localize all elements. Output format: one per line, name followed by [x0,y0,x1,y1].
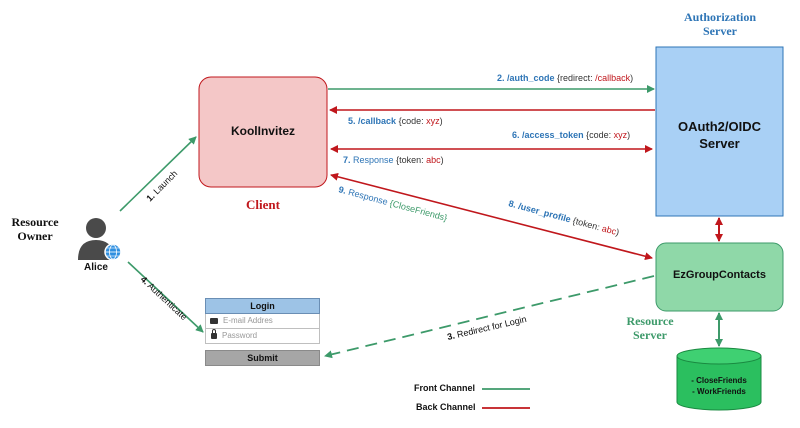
login-title: Login [205,298,320,314]
globe-icon [104,243,122,261]
flow-1-label: 1. Launch [144,168,179,203]
lock-icon [211,329,217,339]
database-items: - CloseFriends - WorkFriends [677,375,761,397]
legend-back-label: Back Channel [416,402,476,412]
resource-server-title-line2: Server [633,327,667,342]
resource-server-title-line1: Resource [626,314,674,328]
auth-server-box [655,46,784,217]
flow-4-label: 4. Authenticate [139,274,189,322]
resource-server-name: EzGroupContacts [673,269,766,281]
auth-server-title-line1: Authorization [684,10,756,24]
flow-9-label: 9. Response {CloseFriends} [337,184,448,223]
resource-owner-title: Resource Owner [4,215,66,244]
flow-8-label: 8. /user_profile {token: abc) [507,198,620,237]
resource-owner-title-line1: Resource [11,215,59,229]
database-item: - CloseFriends [691,376,747,385]
client-box [198,76,328,188]
resource-owner-title-line2: Owner [17,228,53,243]
flow-1-arrow [119,136,197,212]
envelope-icon [210,318,218,324]
auth-server-name: OAuth2/OIDC Server [656,118,783,152]
flow-3-label: 3. Redirect for Login [446,314,527,342]
email-field[interactable]: E-mail Addres [205,314,320,329]
password-field[interactable]: Password [205,329,320,344]
flow-4-arrow [127,261,204,333]
database-cylinder [676,347,762,411]
email-placeholder: E-mail Addres [223,316,273,325]
database-item: - WorkFriends [692,387,746,396]
password-placeholder: Password [222,331,258,340]
auth-server-title-line2: Server [703,23,737,38]
flow-6-label: 6. /access_token {code: xyz) [512,130,630,140]
flow-7-label: 7. Response {token: abc) [343,155,444,165]
flow-8-9-arrow [330,172,653,261]
flow-2-label: 2. /auth_code {redirect: /callback) [497,73,633,83]
flow-5-label: 5. /callback {code: xyz) [348,116,443,126]
resource-server-title: Resource Server [600,314,700,343]
resource-owner-name: Alice [84,262,108,273]
login-form: Login E-mail Addres Password Submit [205,298,320,368]
auth-server-name-line1: OAuth2/OIDC [677,119,762,134]
client-name: KoolInvitez [230,124,295,138]
legend-front-label: Front Channel [414,383,475,393]
submit-button[interactable]: Submit [205,350,320,366]
auth-server-title: Authorization Server [660,10,780,39]
resource-server-box [655,242,784,312]
client-label: Client [246,197,280,212]
auth-server-name-line2: Server [699,136,740,151]
